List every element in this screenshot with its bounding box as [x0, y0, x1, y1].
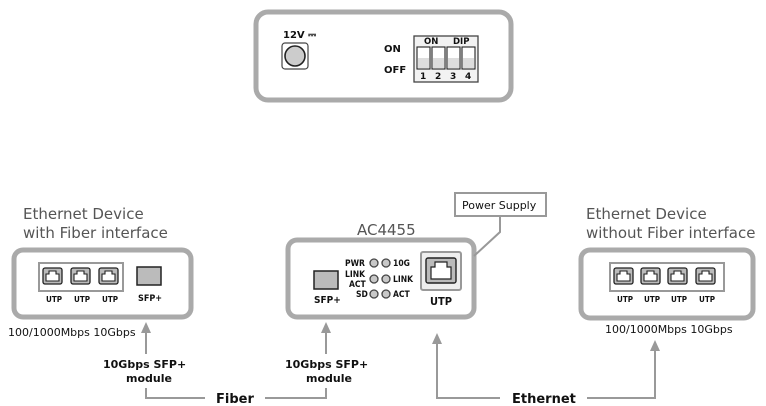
- left-sfp-port[interactable]: [136, 266, 162, 286]
- fiber-label: Fiber: [216, 392, 254, 406]
- right-device-title-line1: Ethernet Device: [586, 205, 707, 223]
- center-module-line1: 10Gbps SFP+: [285, 358, 368, 371]
- top-panel: 12V ⎓ ON OFF ON DIP 1: [253, 9, 514, 103]
- led-label-10g: 10G: [393, 259, 410, 269]
- power-jack: [284, 45, 306, 67]
- left-device: Ethernet Device with Fiber interface UTP…: [8, 205, 194, 339]
- on-label: ON: [384, 44, 401, 55]
- left-utp-port-2[interactable]: [70, 267, 91, 285]
- right-device: Ethernet Device without Fiber interface …: [578, 205, 756, 336]
- fiber-arrow-left: [141, 322, 151, 333]
- right-utp-port-3[interactable]: [667, 267, 688, 285]
- right-utp-port-1[interactable]: [613, 267, 634, 285]
- right-utp-port-2[interactable]: [640, 267, 661, 285]
- led-link: [381, 274, 391, 284]
- center-sfp-port[interactable]: [313, 270, 339, 290]
- led-act: [381, 289, 391, 299]
- right-port-label-1: UTP: [617, 295, 633, 304]
- left-port-label-1: UTP: [46, 295, 62, 304]
- dip-on-label: ON: [424, 37, 438, 47]
- center-device-title: AC4455: [357, 221, 416, 239]
- left-module-line2: module: [126, 372, 172, 385]
- left-device-title-line2: with Fiber interface: [23, 224, 168, 242]
- left-device-title-line1: Ethernet Device: [23, 205, 144, 223]
- ethernet-link: Ethernet: [432, 333, 660, 406]
- fiber-link: 10Gbps SFP+ module Fiber 10Gbps SFP+ mod…: [103, 322, 368, 406]
- left-sfp-label: SFP+: [138, 294, 162, 304]
- left-speed-label: 100/1000Mbps 10Gbps: [8, 326, 136, 339]
- center-utp-port[interactable]: [425, 257, 457, 284]
- dip-switch-3[interactable]: [446, 46, 461, 70]
- dip-label: DIP: [453, 37, 469, 47]
- ethernet-arrow-right: [650, 340, 660, 351]
- dip-switch-4[interactable]: [461, 46, 476, 70]
- center-utp-label: UTP: [430, 295, 452, 308]
- right-port-label-2: UTP: [644, 295, 660, 304]
- right-port-label-4: UTP: [699, 295, 715, 304]
- center-module-line2: module: [306, 372, 352, 385]
- power-label: 12V ⎓: [283, 30, 316, 41]
- left-utp-port-3[interactable]: [98, 267, 119, 285]
- left-utp-port-1[interactable]: [42, 267, 63, 285]
- dip-switch: ON DIP 1 2 3 4: [413, 35, 479, 83]
- right-port-label-3: UTP: [671, 295, 687, 304]
- led-label-link-act: LINK: [345, 270, 366, 280]
- dip-switch-2[interactable]: [431, 46, 446, 70]
- fiber-arrow-center: [321, 322, 331, 333]
- center-device: AC4455 SFP+ PWR 10G LINK ACT LINK SD ACT…: [285, 221, 477, 320]
- ethernet-arrow-center: [432, 333, 442, 344]
- right-utp-port-4[interactable]: [695, 267, 716, 285]
- led-label-pwr: PWR: [345, 259, 365, 269]
- dip-switch-1[interactable]: [416, 46, 431, 70]
- led-label-link: LINK: [393, 275, 414, 285]
- right-speed-label: 100/1000Mbps 10Gbps: [605, 323, 733, 336]
- led-link-act: [369, 274, 379, 284]
- power-supply-label: Power Supply: [462, 199, 537, 212]
- switch-number-1: 1: [420, 72, 426, 82]
- led-label-sd: SD: [356, 290, 368, 300]
- led-pwr: [369, 258, 379, 268]
- off-label: OFF: [384, 65, 406, 76]
- center-sfp-label: SFP+: [314, 295, 341, 306]
- switch-number-4: 4: [465, 72, 471, 82]
- ethernet-label: Ethernet: [512, 392, 576, 406]
- power-supply: Power Supply: [454, 192, 547, 257]
- led-label-link-act-2: ACT: [349, 280, 367, 290]
- led-10g: [381, 258, 391, 268]
- switch-number-2: 2: [435, 72, 441, 82]
- right-device-title-line2: without Fiber interface: [586, 224, 755, 242]
- led-sd: [369, 289, 379, 299]
- left-port-label-2: UTP: [74, 295, 90, 304]
- led-label-act: ACT: [393, 290, 411, 300]
- left-module-line1: 10Gbps SFP+: [103, 358, 186, 371]
- switch-number-3: 3: [450, 72, 456, 82]
- left-port-label-3: UTP: [102, 295, 118, 304]
